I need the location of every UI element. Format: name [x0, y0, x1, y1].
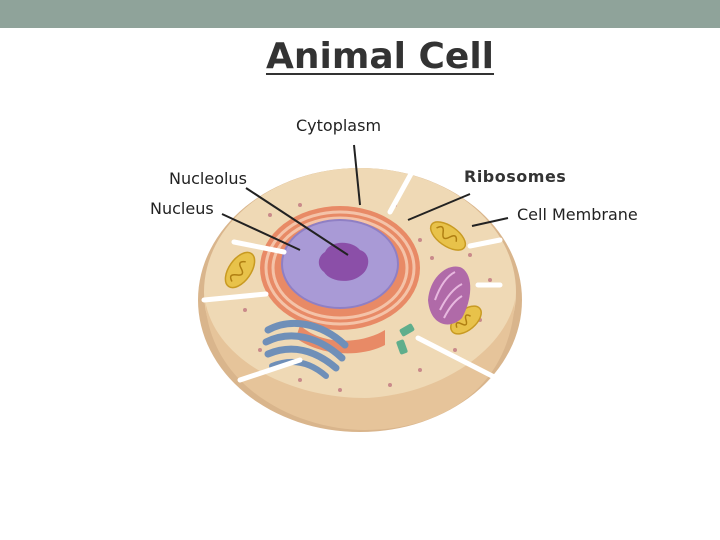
nucleus: [281, 219, 399, 309]
ribosomes-label: Ribosomes: [464, 167, 567, 186]
cytoplasm-label: Cytoplasm: [296, 116, 382, 135]
nucleus-label: Nucleus: [150, 199, 214, 218]
ribosomes-leader: [407, 193, 471, 221]
leader-lines: [201, 144, 509, 383]
cytoplasm-leader: [353, 144, 361, 206]
cell-membrane-leader: [471, 217, 509, 227]
top-bar: [0, 0, 720, 28]
nucleolus-leader: [245, 187, 349, 256]
nucleolus: [318, 242, 369, 281]
nucleolus-label: Nucleolus: [169, 169, 247, 188]
mitochondria: [224, 221, 482, 335]
centrioles: [396, 323, 415, 355]
slide-title: Animal Cell: [265, 36, 495, 77]
lysosome: [428, 266, 471, 325]
blank-pointer-lines: [201, 169, 503, 383]
nucleus-leader: [221, 213, 301, 251]
golgi-apparatus: [262, 319, 349, 379]
cell-membrane-label: Cell Membrane: [517, 205, 638, 224]
cell-lower-rim: [205, 300, 515, 430]
